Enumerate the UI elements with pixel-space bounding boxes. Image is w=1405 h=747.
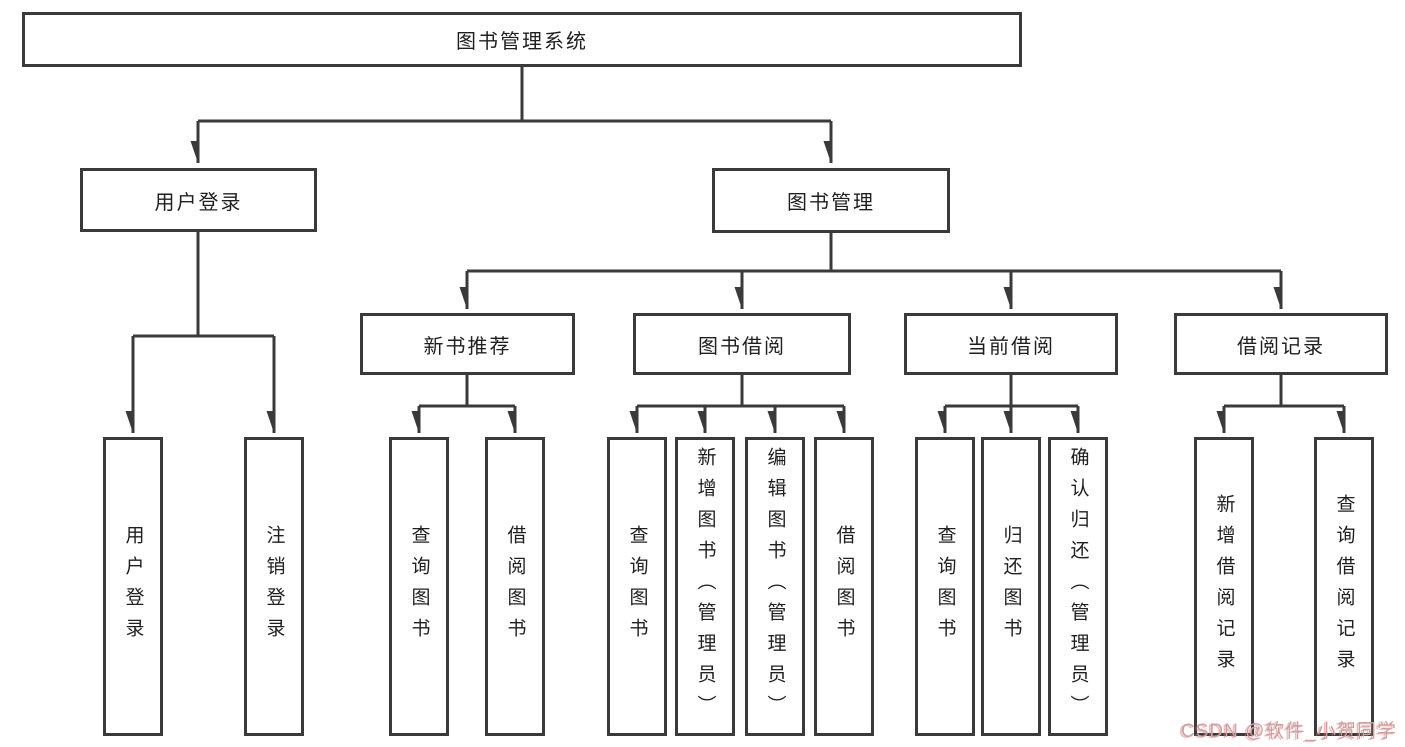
- node-user-login: 用户登录: [80, 168, 317, 232]
- leaf-add-books-admin: 新增图书（管理员）: [675, 437, 735, 736]
- leaf-confirm-return-admin: 确认归还（管理员）: [1048, 437, 1108, 736]
- node-library-management-system: 图书管理系统: [22, 12, 1022, 67]
- node-label: 查询借阅记录: [1333, 493, 1355, 680]
- leaf-query-books-borrow: 查询图书: [607, 437, 667, 736]
- leaf-edit-books-admin: 编辑图书（管理员）: [745, 437, 805, 736]
- leaf-return-books: 归还图书: [981, 437, 1041, 736]
- node-label: 当前借阅: [967, 335, 1055, 358]
- node-label: 查询图书: [626, 524, 648, 649]
- leaf-logout: 注销登录: [244, 437, 304, 736]
- node-label: 确认归还（管理员）: [1067, 447, 1089, 726]
- node-label: 新增图书（管理员）: [694, 447, 716, 726]
- leaf-query-books-recommend: 查询图书: [389, 437, 449, 736]
- node-label: 借阅图书: [504, 524, 526, 649]
- node-label: 新书推荐: [423, 335, 512, 358]
- node-book-borrow: 图书借阅: [633, 313, 851, 375]
- node-label: 新增借阅记录: [1213, 493, 1235, 680]
- node-label: 图书管理: [787, 192, 875, 214]
- leaf-add-borrow-record: 新增借阅记录: [1194, 437, 1254, 736]
- csdn-watermark: CSDN @软件_小贺同学: [1181, 721, 1397, 742]
- node-label: 图书管理系统: [456, 31, 588, 53]
- node-label: 归还图书: [1000, 524, 1022, 649]
- node-label: 注销登录: [263, 524, 285, 649]
- node-label: 查询图书: [934, 524, 956, 649]
- node-label: 编辑图书（管理员）: [764, 447, 786, 726]
- node-book-management: 图书管理: [712, 168, 950, 233]
- leaf-query-books-current: 查询图书: [915, 437, 975, 736]
- node-label: 用户登录: [154, 191, 243, 214]
- leaf-query-borrow-record: 查询借阅记录: [1314, 437, 1374, 736]
- node-label: 借阅记录: [1237, 335, 1325, 358]
- node-label: 图书借阅: [698, 335, 786, 358]
- node-borrow-records: 借阅记录: [1174, 313, 1388, 375]
- leaf-user-login: 用户登录: [103, 437, 163, 736]
- node-label: 借阅图书: [833, 524, 855, 649]
- node-label: 用户登录: [122, 524, 144, 649]
- leaf-borrow-books-recommend: 借阅图书: [485, 437, 545, 736]
- node-label: 查询图书: [408, 524, 430, 649]
- node-new-book-recommend: 新书推荐: [360, 313, 575, 375]
- leaf-borrow-books: 借阅图书: [814, 437, 874, 736]
- node-current-borrow: 当前借阅: [904, 313, 1118, 375]
